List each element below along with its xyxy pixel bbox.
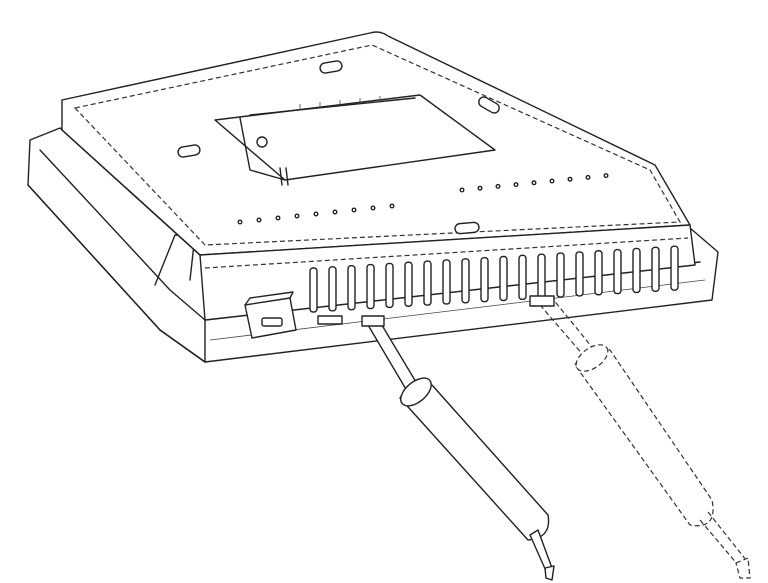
indicator-hole (549, 178, 555, 184)
vent-slot (556, 252, 565, 298)
screwdriver-solid (361, 315, 555, 581)
vent-slot (328, 266, 337, 312)
indicator-hole (495, 183, 501, 189)
indicator-hole (603, 173, 609, 179)
indicator-hole (531, 180, 537, 186)
indicator-hole (313, 211, 319, 217)
vent-slot (499, 255, 508, 302)
indicator-hole (459, 187, 465, 193)
indicator-hole (256, 217, 262, 223)
indicator-hole (513, 182, 519, 188)
screwdriver-dashed (529, 295, 751, 579)
vent-slot (461, 258, 470, 304)
vent-slot (442, 259, 451, 305)
indicator-hole (477, 185, 483, 191)
indicator-hole (567, 176, 573, 182)
indicator-holes (237, 173, 609, 225)
vent-slot (537, 253, 546, 299)
mounting-recess (214, 94, 496, 186)
indicator-hole (294, 213, 300, 219)
vent-slot (632, 247, 641, 294)
indicator-hole (275, 215, 281, 221)
vent-slot (518, 254, 527, 301)
vent-slot (423, 260, 432, 306)
indicator-hole (585, 174, 591, 180)
indicator-hole (332, 209, 338, 215)
vent-slot (613, 248, 622, 295)
vent-slot (404, 261, 413, 307)
vent-slot (385, 262, 394, 309)
mounting-slots (177, 60, 500, 235)
vent-slot (347, 265, 356, 311)
vent-slot (480, 256, 489, 303)
indicator-hole (237, 219, 243, 225)
vent-slot (670, 245, 679, 291)
indicator-hole (389, 203, 395, 209)
vent-slot (366, 263, 375, 310)
ventilation-slots (309, 245, 679, 313)
indicator-hole (370, 205, 376, 211)
vent-slot (575, 251, 584, 297)
vent-slot (651, 246, 660, 293)
indicator-hole (351, 207, 357, 213)
usb-port (244, 291, 343, 339)
vent-slot (594, 250, 603, 296)
vent-slot (309, 267, 318, 313)
